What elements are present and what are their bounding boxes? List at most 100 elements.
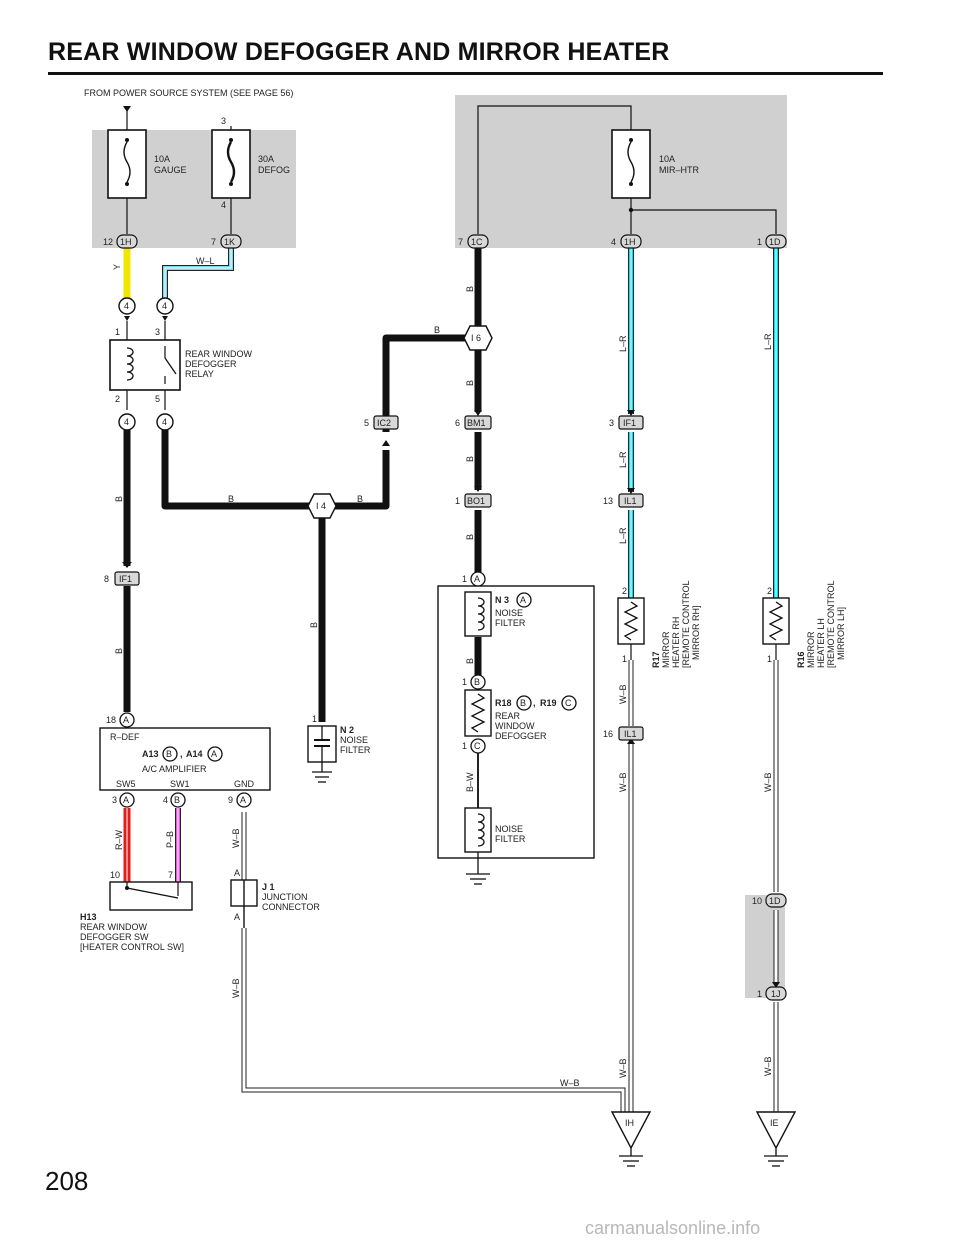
ground-ih: IH [610, 1111, 652, 1167]
svg-text:1J: 1J [771, 989, 781, 999]
r17-labels: R17 MIRROR HEATER RH [REMOTE CONTROL MIR… [651, 580, 701, 668]
fuse-gauge-rating: 10A [154, 154, 170, 164]
defogger-id-2: C [565, 698, 572, 708]
svg-text:1D: 1D [769, 896, 781, 906]
conn-1h-a: 1H 12 [103, 234, 138, 249]
defogger-id-2-circle [561, 695, 577, 711]
defogger-switch: 10 7 [109, 870, 193, 911]
svg-text:B: B [174, 795, 180, 805]
svg-text:1: 1 [462, 574, 467, 584]
n3-label-1: NOISE [495, 608, 523, 618]
mirror-heater-rh: 2 1 [617, 586, 645, 664]
svg-text:1H: 1H [120, 237, 132, 247]
n3-code: N 3 [495, 595, 509, 605]
conn-1c: 1C 7 [458, 234, 489, 249]
svg-text:L–R: L–R [618, 527, 628, 544]
defogger-label-2: WINDOW [495, 721, 535, 731]
conn-relay-4a [118, 297, 136, 315]
fuse-defog-pin-bottom: 4 [221, 200, 226, 210]
svg-text:W–B: W–B [618, 1058, 628, 1078]
n3-id-circle [516, 592, 532, 608]
svg-text:1: 1 [757, 237, 762, 247]
defogger-code-2: R19 [540, 698, 557, 708]
conn-bm1: BM1 6 [455, 415, 492, 430]
svg-text:L–R: L–R [763, 333, 773, 350]
relay-label-1: REAR WINDOW [185, 349, 253, 359]
r16-labels: R16 MIRROR HEATER LH [REMOTE CONTROL MIR… [796, 580, 846, 668]
watermark: carmanualsonline.info [585, 1218, 761, 1238]
svg-text:B: B [465, 380, 475, 386]
wire-label-pb: P–B [165, 831, 175, 848]
n3-label-2: FILTER [495, 618, 526, 628]
fuse-defog-pin-top: 3 [221, 116, 226, 126]
fuse-defog-rating: 30A [258, 154, 274, 164]
svg-text:IH: IH [625, 1118, 634, 1128]
rear-defogger: B 1 C 1 [462, 674, 492, 754]
ac-amplifier: A 18 R–DEF A13 B , A14 A A/C AMPLIFIER S… [99, 712, 271, 808]
svg-text:B: B [309, 622, 319, 628]
conn-1j: 1J 1 [757, 986, 787, 1001]
svg-text:B: B [114, 648, 124, 654]
svg-text:,: , [180, 749, 183, 759]
wires-black [123, 248, 482, 722]
svg-text:1H: 1H [624, 237, 636, 247]
wire-labels-lr: L–R L–R L–R L–R [618, 333, 773, 544]
relay-pin-3: 3 [155, 327, 160, 337]
svg-text:MIRROR: MIRROR [806, 631, 816, 668]
svg-text:1D: 1D [769, 237, 781, 247]
switch-code: H13 [80, 912, 97, 922]
svg-text:1K: 1K [224, 237, 235, 247]
conn-1d-b: 1D 10 [752, 893, 787, 908]
wire-label-rw: R–W [114, 829, 124, 850]
conn-relay-4c-label: 4 [124, 417, 129, 427]
svg-text:8: 8 [104, 574, 109, 584]
fuse-mir-htr-name: MIR–HTR [659, 165, 699, 175]
n3-id: A [520, 595, 526, 605]
svg-text:B: B [228, 494, 234, 504]
svg-text:B: B [114, 496, 124, 502]
svg-text:R–DEF: R–DEF [110, 732, 140, 742]
nf2-label-2: FILTER [495, 834, 526, 844]
switch-label-2: DEFOGGER SW [80, 932, 149, 942]
wires-wb [241, 660, 779, 1112]
noise-filter-2 [464, 807, 492, 885]
defogger-code-1: R18 [495, 698, 512, 708]
wire-label-y: Y [112, 264, 122, 270]
svg-text:SW1: SW1 [170, 779, 190, 789]
svg-text:HEATER LH: HEATER LH [816, 618, 826, 668]
svg-text:1: 1 [312, 714, 317, 724]
svg-text:B: B [465, 658, 475, 664]
conn-relay-4b [156, 297, 174, 315]
svg-text:MIRROR LH]: MIRROR LH] [836, 607, 846, 660]
svg-text:BO1: BO1 [467, 496, 485, 506]
svg-text:W–B: W–B [763, 1056, 773, 1076]
svg-text:1: 1 [622, 654, 627, 664]
svg-text:A14: A14 [186, 749, 203, 759]
svg-text:W–B: W–B [618, 772, 628, 792]
conn-relay-4a-label: 4 [124, 301, 129, 311]
svg-text:7: 7 [211, 237, 216, 247]
relay-pin-5: 5 [155, 394, 160, 404]
svg-text:1: 1 [462, 741, 467, 751]
noise-filter-n3: A 1 [462, 571, 492, 637]
svg-text:7: 7 [168, 870, 173, 880]
svg-text:1: 1 [767, 654, 772, 664]
conn-relay-4d-label: 4 [162, 417, 167, 427]
svg-text:B: B [166, 749, 172, 759]
wire-labels-b: B B B B B B B B B B B [114, 286, 475, 664]
svg-text:R17: R17 [651, 651, 661, 668]
svg-text:A: A [234, 868, 240, 878]
svg-text:B: B [474, 677, 480, 687]
svg-text:12: 12 [103, 237, 113, 247]
wire-label-bw: B–W [465, 772, 475, 792]
n2-label-2: FILTER [340, 745, 371, 755]
switch-label-1: REAR WINDOW [80, 922, 148, 932]
svg-text:7: 7 [458, 237, 463, 247]
page-number: 208 [45, 1166, 89, 1196]
svg-text:2: 2 [622, 586, 627, 596]
source-note: FROM POWER SOURCE SYSTEM (SEE PAGE 56) [84, 88, 293, 98]
svg-text:3: 3 [609, 418, 614, 428]
mirror-heater-lh: 2 1 [762, 586, 790, 664]
relay-label-2: DEFOGGER [185, 359, 237, 369]
